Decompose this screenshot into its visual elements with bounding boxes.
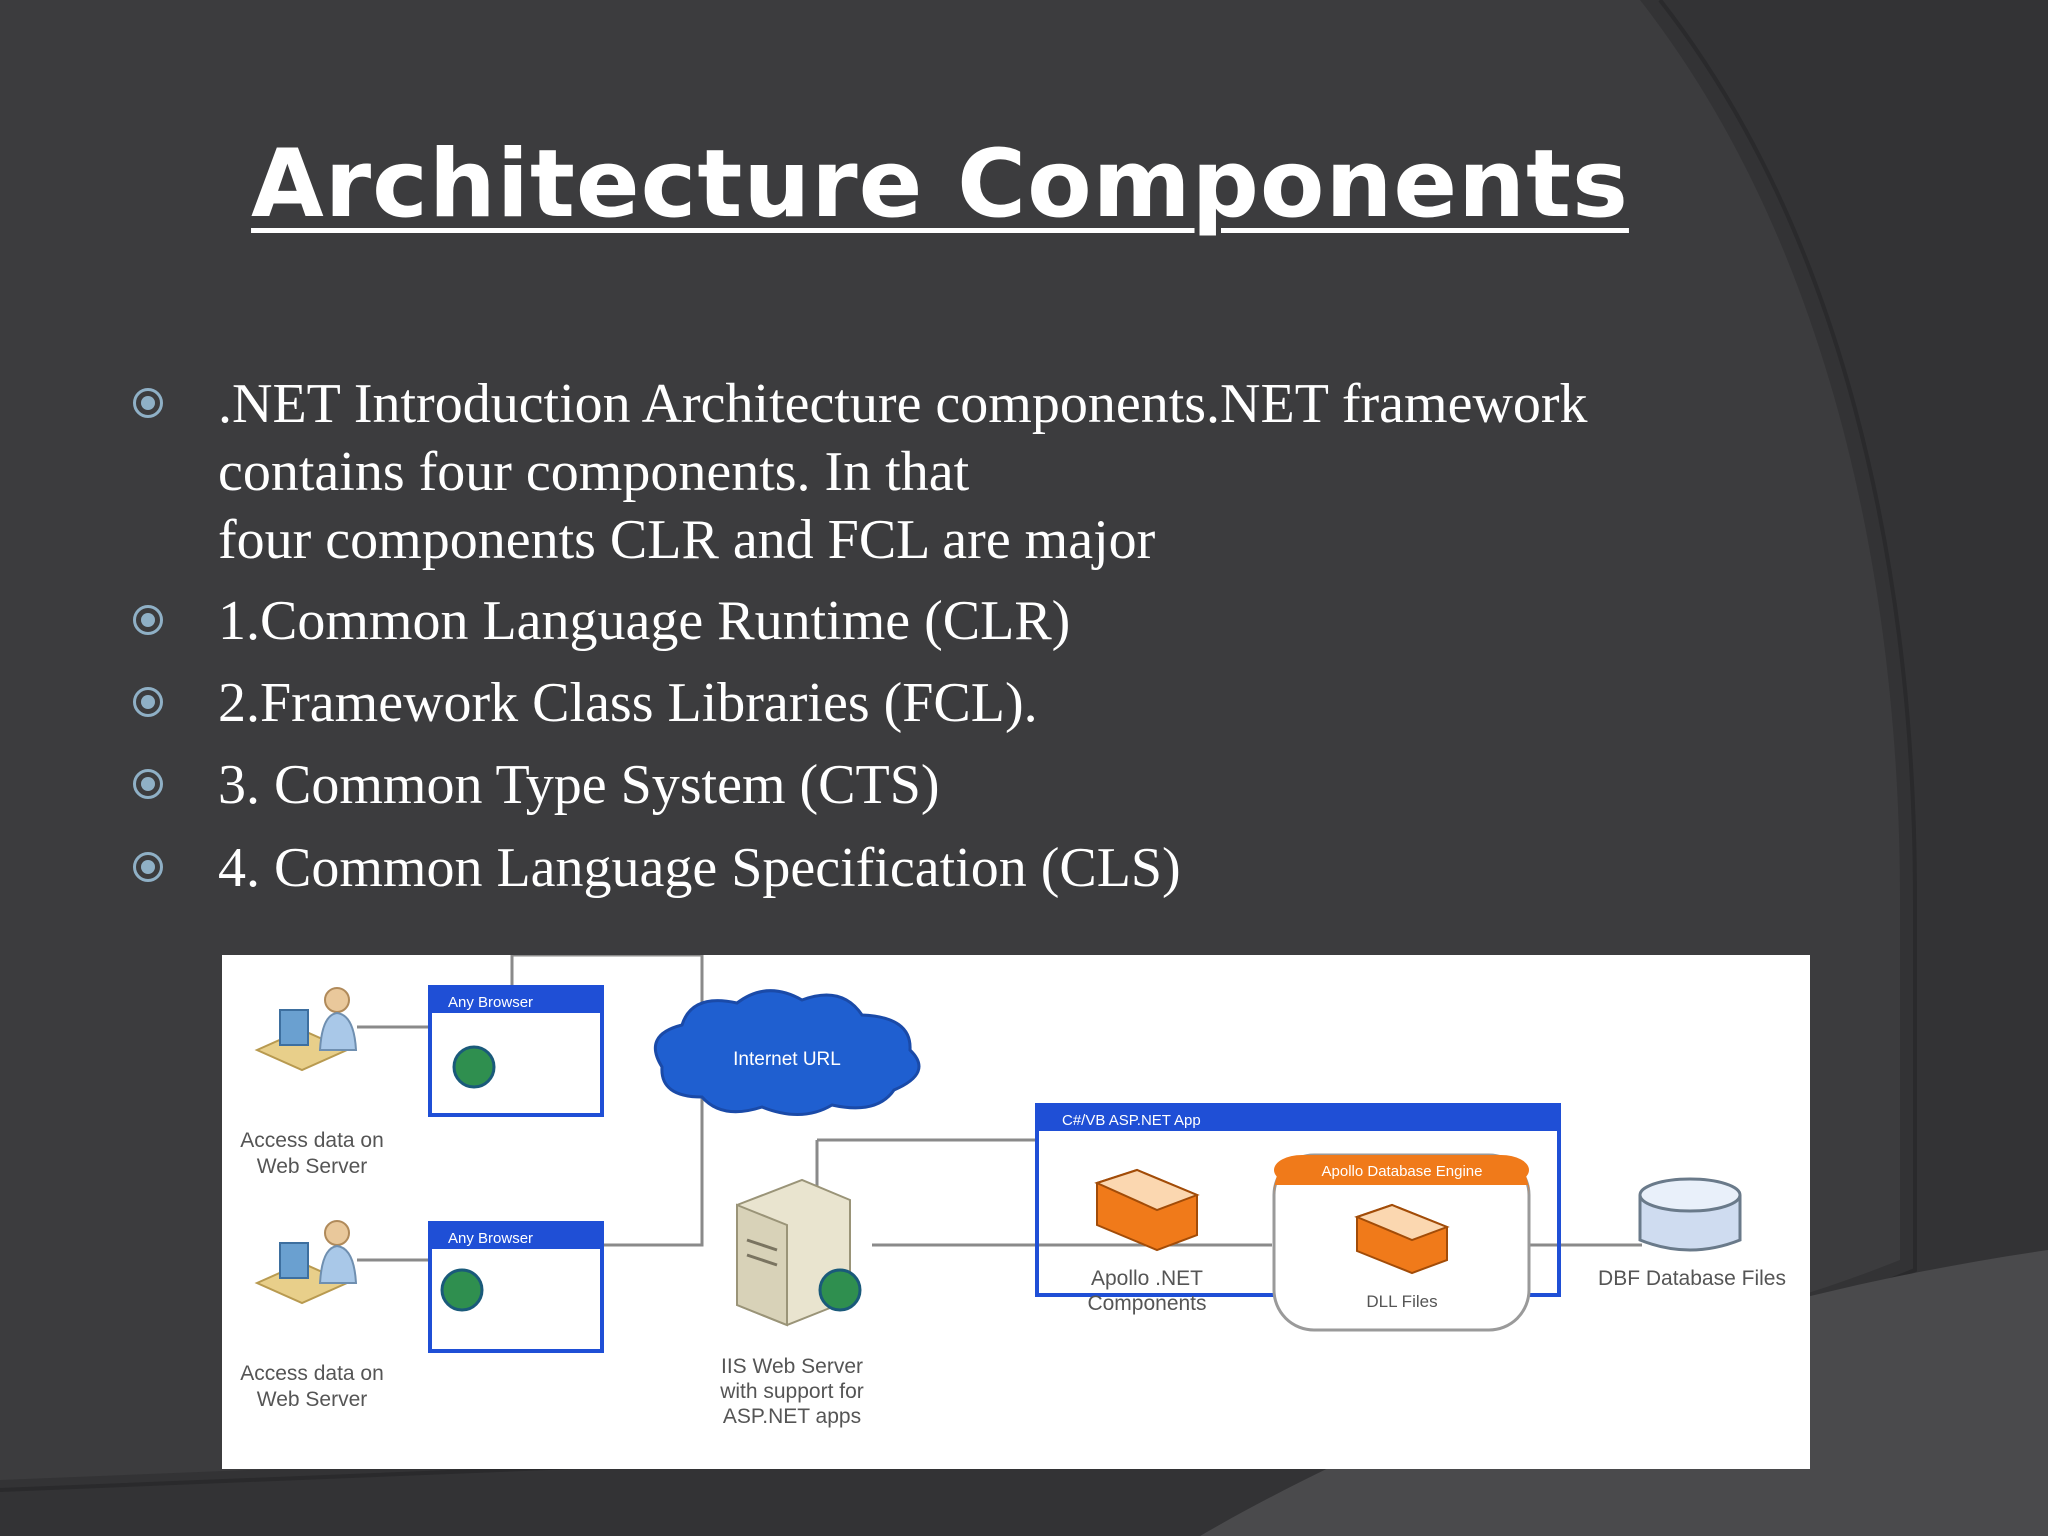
- user-computer-top-icon: [254, 987, 358, 1072]
- globe-icon: [452, 1045, 496, 1089]
- server-label-line2: with support for: [719, 1380, 864, 1403]
- browser-top-title: Any Browser: [448, 994, 533, 1011]
- bullet-item-cls: 4. Common Language Specification (CLS): [133, 834, 1738, 902]
- bullet-text-line: contains four components. In that: [218, 441, 970, 503]
- bullet-marker-icon: [133, 852, 163, 882]
- cloud-label: Internet URL: [733, 1049, 841, 1070]
- server-icon: [736, 1178, 862, 1327]
- user-top-label-line2: Web Server: [257, 1155, 368, 1178]
- bullet-text-line: four components CLR and FCL are major: [218, 509, 1156, 571]
- database-icon: [1638, 1177, 1742, 1252]
- user-computer-bottom-icon: [254, 1220, 358, 1305]
- app-header-label: C#/VB ASP.NET App: [1062, 1112, 1201, 1129]
- bullet-item-cts: 3. Common Type System (CTS): [133, 751, 1738, 819]
- globe-icon: [440, 1268, 484, 1312]
- apollo-components-icon: [1094, 1168, 1200, 1252]
- bullet-text-line: .NET Introduction Architecture component…: [218, 373, 1588, 435]
- server-label-line1: IIS Web Server: [721, 1355, 863, 1378]
- user-bottom-label-line2: Web Server: [257, 1388, 368, 1411]
- apollo-label-line1: Apollo .NET: [1091, 1267, 1203, 1290]
- bullet-marker-icon: [133, 388, 163, 418]
- server-label-line3: ASP.NET apps: [723, 1405, 861, 1428]
- internet-cloud-icon: Internet URL: [653, 989, 921, 1117]
- bullet-text-line: 1.Common Language Runtime (CLR): [218, 590, 1071, 652]
- bullet-text-line: 2.Framework Class Libraries (FCL).: [218, 672, 1038, 734]
- dbf-label: DBF Database Files: [1598, 1267, 1786, 1290]
- user-top-label-line1: Access data on: [240, 1129, 384, 1152]
- database-engine-container: Apollo Database Engine DLL Files: [1272, 1153, 1531, 1332]
- bullet-item-fcl: 2.Framework Class Libraries (FCL).: [133, 669, 1738, 737]
- bullet-text-line: 4. Common Language Specification (CLS): [218, 837, 1181, 899]
- bullet-item-clr: 1.Common Language Runtime (CLR): [133, 587, 1738, 655]
- bullet-text-line: 3. Common Type System (CTS): [218, 754, 940, 816]
- dll-label: DLL Files: [1366, 1292, 1437, 1311]
- bullet-item-intro: .NET Introduction Architecture component…: [133, 370, 1738, 574]
- browser-window-bottom: Any Browser: [428, 1221, 604, 1353]
- user-bottom-label-line1: Access data on: [240, 1362, 384, 1385]
- aspnet-app-container: C#/VB ASP.NET App: [1035, 1103, 1561, 1297]
- engine-header-label: Apollo Database Engine: [1322, 1163, 1483, 1180]
- architecture-diagram: Access data on Web Server Access data on…: [222, 955, 1810, 1469]
- slide-title: Architecture Components: [251, 130, 1629, 239]
- browser-window-top: Any Browser: [428, 985, 604, 1117]
- bullet-marker-icon: [133, 769, 163, 799]
- browser-bottom-title: Any Browser: [448, 1230, 533, 1247]
- apollo-label-line2: Components: [1087, 1292, 1206, 1315]
- bullet-marker-icon: [133, 687, 163, 717]
- bullet-marker-icon: [133, 605, 163, 635]
